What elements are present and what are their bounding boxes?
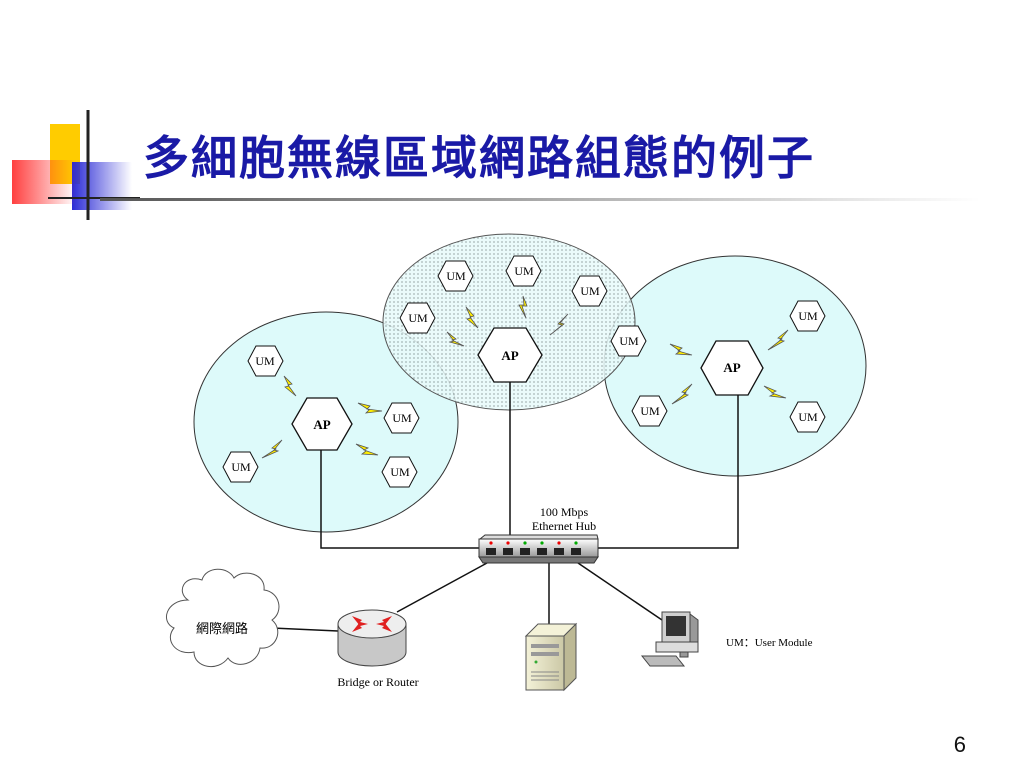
- svg-text:UM: UM: [798, 410, 818, 424]
- corner-decoration: [12, 110, 140, 220]
- ethernet-hub[interactable]: [478, 534, 599, 564]
- slide-title: 多細胞無線區域網路組態的例子: [143, 131, 815, 185]
- um-node[interactable]: UM: [571, 275, 608, 307]
- workstation-icon[interactable]: [640, 611, 699, 667]
- um-node[interactable]: UM: [247, 345, 284, 377]
- cables: [271, 382, 739, 632]
- svg-text:UM: UM: [390, 465, 410, 479]
- svg-text:UM: UM: [408, 311, 428, 325]
- red-block: [12, 160, 76, 204]
- um-node[interactable]: UM: [610, 325, 647, 357]
- router-label: Bridge or Router: [337, 675, 418, 689]
- legend-text: UM：User Module: [726, 637, 813, 649]
- um-node[interactable]: UM: [789, 401, 826, 433]
- svg-text:UM: UM: [255, 354, 275, 368]
- wireless-link-icons: [261, 295, 789, 459]
- title-underline: [100, 198, 980, 201]
- um-node[interactable]: UM: [222, 451, 259, 483]
- svg-text:UM: UM: [231, 460, 251, 474]
- svg-text:網際網路: 網際網路: [196, 621, 248, 637]
- svg-text:UM: UM: [392, 411, 412, 425]
- um-node[interactable]: UM: [505, 255, 542, 287]
- svg-text:UM: UM: [580, 284, 600, 298]
- page-number: 6: [953, 732, 966, 757]
- svg-text:UM: UM: [514, 264, 534, 278]
- ap-center[interactable]: AP: [477, 327, 543, 383]
- um-node[interactable]: UM: [399, 302, 436, 334]
- hub-label-line1: 100 Mbps: [540, 505, 589, 519]
- server-icon[interactable]: [524, 622, 578, 692]
- svg-text:UM: UM: [640, 404, 660, 418]
- um-node[interactable]: UM: [631, 395, 668, 427]
- um-node[interactable]: UM: [381, 456, 418, 488]
- um-node[interactable]: UM: [789, 300, 826, 332]
- svg-text:UM: UM: [619, 334, 639, 348]
- svg-text:UM: UM: [798, 309, 818, 323]
- blue-block: [72, 162, 132, 210]
- svg-text:UM: UM: [446, 269, 466, 283]
- internet-cloud-icon[interactable]: 網際網路: [165, 568, 280, 667]
- svg-text:AP: AP: [313, 417, 330, 432]
- ap-right[interactable]: AP: [700, 340, 764, 396]
- svg-text:AP: AP: [501, 348, 518, 363]
- svg-text:AP: AP: [723, 360, 740, 375]
- hub-label-line2: Ethernet Hub: [532, 519, 596, 533]
- ap-left[interactable]: AP: [291, 397, 353, 451]
- um-node[interactable]: UM: [437, 260, 474, 292]
- um-node[interactable]: UM: [383, 402, 420, 434]
- router-icon[interactable]: [337, 609, 407, 667]
